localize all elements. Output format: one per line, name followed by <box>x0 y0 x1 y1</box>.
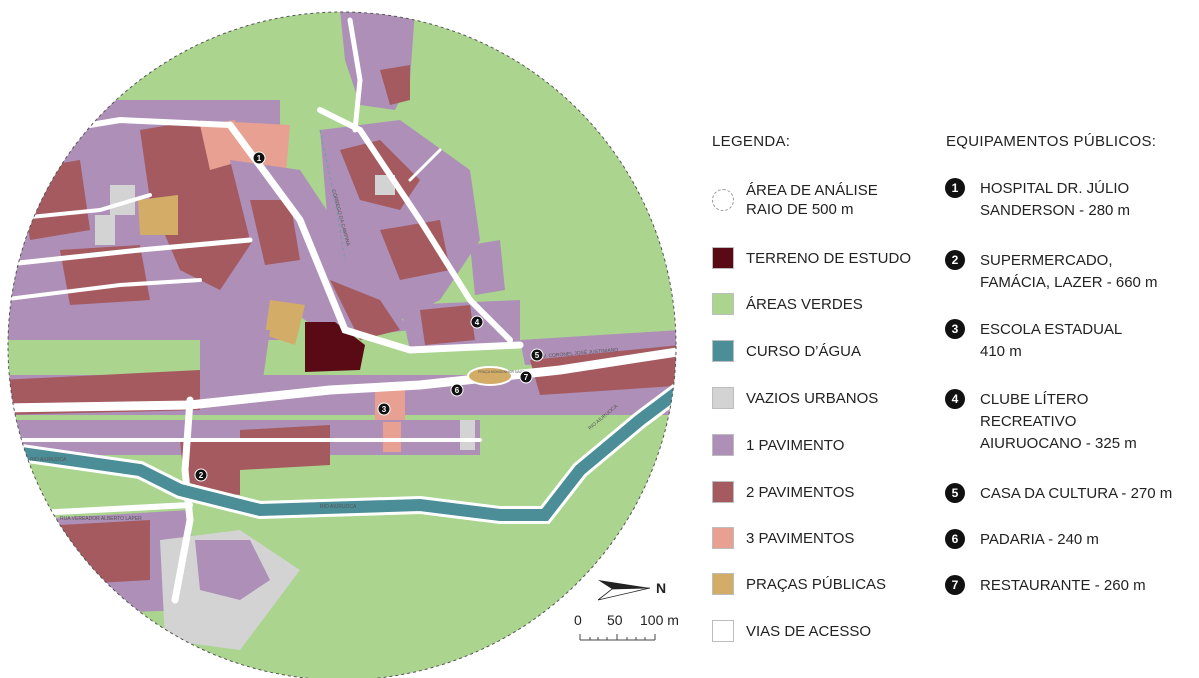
legend-title: LEGENDA: <box>712 133 791 150</box>
equipment-item-1: 1 HOSPITAL DR. JÚLIO SANDERSON - 280 m <box>945 178 1130 222</box>
scale-tick-100: 100 m <box>640 612 679 628</box>
study-site-swatch <box>712 247 734 269</box>
scale-bar <box>579 634 656 641</box>
two-floors-swatch <box>712 481 734 503</box>
marker-7: 7 <box>519 370 533 384</box>
urban-voids-swatch <box>712 387 734 409</box>
marker-3-label: 3 <box>382 405 387 414</box>
equipment-label: HOSPITAL DR. JÚLIO SANDERSON - 280 m <box>980 180 1131 219</box>
green-areas-swatch <box>712 293 734 315</box>
equipment-number-badge: 1 <box>945 178 965 198</box>
legend-label: CURSO D’ÁGUA <box>746 342 862 360</box>
legend-item-green-areas: ÁREAS VERDES <box>712 289 863 319</box>
analysis-area-swatch <box>712 189 734 211</box>
equipment-item-7: 7 RESTAURANTE - 260 m <box>945 575 1146 597</box>
north-arrow-icon: N <box>597 580 666 601</box>
equipment-number-badge: 6 <box>945 529 965 549</box>
equipment-title: EQUIPAMENTOS PÚBLICOS: <box>946 133 1157 150</box>
legend-item-public-squares: PRAÇAS PÚBLICAS <box>712 569 886 599</box>
equipment-item-3: 3 ESCOLA ESTADUAL 410 m <box>945 319 1122 363</box>
marker-7-label: 7 <box>524 373 529 382</box>
equipment-number-badge: 3 <box>945 319 965 339</box>
scale-tick-0: 0 <box>574 612 582 628</box>
equipment-label: SUPERMERCADO, FAMÁCIA, LAZER - 660 m <box>980 252 1158 291</box>
equipment-item-2: 2 SUPERMERCADO, FAMÁCIA, LAZER - 660 m <box>945 250 1158 294</box>
praca-oval <box>467 366 513 386</box>
legend-item-watercourse: CURSO D’ÁGUA <box>712 336 861 366</box>
marker-2-label: 2 <box>199 471 204 480</box>
equipment-label: ESCOLA ESTADUAL 410 m <box>980 321 1123 360</box>
equipment-number-badge: 4 <box>945 389 965 409</box>
equipment-number-badge: 7 <box>945 575 965 595</box>
marker-5-label: 5 <box>535 351 540 360</box>
equipment-item-4: 4 CLUBE LÍTERO RECREATIVO AIURUOCANO - 3… <box>945 389 1137 455</box>
marker-5: 5 <box>530 348 544 362</box>
legend-label: ÁREA DE ANÁLISE RAIO DE 500 m <box>746 182 878 218</box>
legend-item-access-roads: VIAS DE ACESSO <box>712 616 871 646</box>
urban-map: RIO AIURUOCA RIO AIURUOCA RIO AIURUOCA C… <box>7 11 677 678</box>
analysis-circle <box>7 11 677 678</box>
legend-item-two-floors: 2 PAVIMENTOS <box>712 477 854 507</box>
legend-item-one-floor: 1 PAVIMENTO <box>712 430 844 460</box>
one-floor-swatch <box>712 434 734 456</box>
marker-6-label: 6 <box>455 386 460 395</box>
equipment-label: CASA DA CULTURA - 270 m <box>980 485 1173 502</box>
equipment-label: RESTAURANTE - 260 m <box>980 577 1146 594</box>
marker-1: 1 <box>252 151 266 165</box>
legend-label: 3 PAVIMENTOS <box>746 529 855 547</box>
legend-label: 1 PAVIMENTO <box>746 436 845 454</box>
equipment-item-6: 6 PADARIA - 240 m <box>945 529 1099 551</box>
three-floors-swatch <box>712 527 734 549</box>
street-label-2: RUA VEREADOR ALBERTO LAPER <box>60 516 142 522</box>
access-roads-swatch <box>712 620 734 642</box>
watercourse-swatch <box>712 340 734 362</box>
map-area: RIO AIURUOCA RIO AIURUOCA RIO AIURUOCA C… <box>7 11 679 678</box>
legend-item-three-floors: 3 PAVIMENTOS <box>712 523 854 553</box>
public-squares-swatch <box>712 573 734 595</box>
legend-label: VIAS DE ACESSO <box>746 622 872 640</box>
equipment-label: PADARIA - 240 m <box>980 531 1099 548</box>
equipment-item-5: 5 CASA DA CULTURA - 270 m <box>945 483 1172 505</box>
legend-label: PRAÇAS PÚBLICAS <box>746 575 887 593</box>
equipment-number-badge: 2 <box>945 250 965 270</box>
marker-4: 4 <box>470 315 484 329</box>
river-label-1: RIO AIURUOCA <box>30 457 67 463</box>
equipment-label: CLUBE LÍTERO RECREATIVO AIURUOCANO - 325… <box>980 391 1137 452</box>
marker-6: 6 <box>450 383 464 397</box>
river-label-2: RIO AIURUOCA <box>320 504 357 510</box>
square-west <box>138 195 178 235</box>
scale-tick-50: 50 <box>607 612 623 628</box>
marker-4-label: 4 <box>475 318 480 327</box>
legend-label: 2 PAVIMENTOS <box>746 483 855 501</box>
square-central <box>265 300 305 345</box>
equipment-number-badge: 5 <box>945 483 965 503</box>
marker-2: 2 <box>194 468 208 482</box>
marker-3: 3 <box>377 402 391 416</box>
legend-item-urban-voids: VAZIOS URBANOS <box>712 383 878 413</box>
legend-label: VAZIOS URBANOS <box>746 389 879 407</box>
legend-item-analysis-area: ÁREA DE ANÁLISE RAIO DE 500 m <box>712 180 878 220</box>
north-label: N <box>656 580 666 596</box>
river <box>8 370 676 521</box>
legend-item-study-site: TERRENO DE ESTUDO <box>712 243 911 273</box>
legend-label: TERRENO DE ESTUDO <box>746 249 912 267</box>
marker-1-label: 1 <box>257 154 262 163</box>
square-label: PRAÇA MONSENHOR NAGEL <box>478 370 527 374</box>
legend-label: ÁREAS VERDES <box>746 295 863 313</box>
